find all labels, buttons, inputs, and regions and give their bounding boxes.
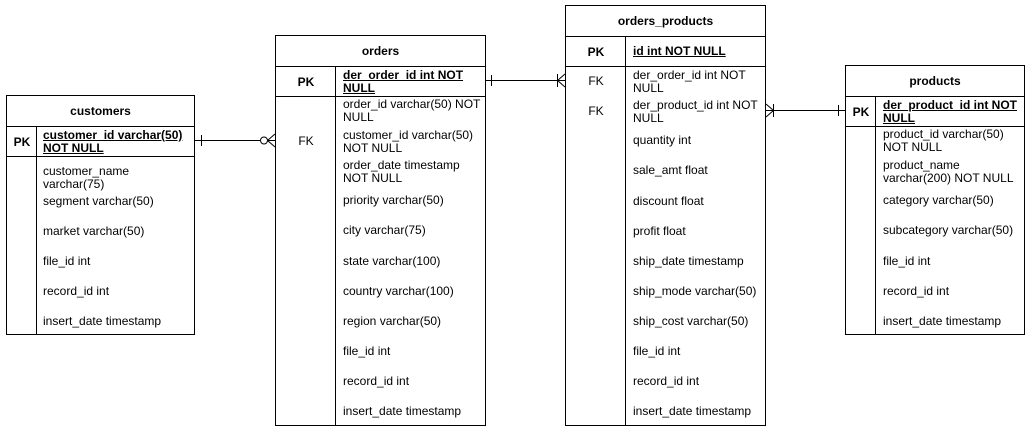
fk-label: FK [298, 134, 314, 148]
field-file-id: file_id int [343, 344, 391, 358]
pk-row-orders: PK der_order_id int NOT NULL [276, 67, 485, 97]
field-priority: priority varchar(50) [343, 193, 444, 207]
entity-products[interactable]: products PK der_product_id int NOT NULL … [845, 65, 1025, 335]
pk-label: PK [852, 105, 870, 119]
field-region: region varchar(50) [343, 314, 442, 328]
pk-field-customer-id: customer_id varchar(50) NOT NULL [43, 128, 183, 155]
relationship-customers-orders [195, 133, 276, 148]
field-insert-date: insert_date timestamp [43, 314, 162, 328]
field-quantity: quantity int [633, 133, 692, 147]
entity-title-orders: orders [276, 36, 485, 67]
pk-field-der-product-id: der_product_id int NOT NULL [883, 98, 1018, 125]
pk-row-customers: PK customer_id varchar(50) NOT NULL [7, 127, 194, 157]
field-ship-mode: ship_mode varchar(50) [633, 284, 757, 298]
field-file-id: file_id int [883, 254, 931, 268]
field-market: market varchar(50) [43, 224, 145, 238]
field-city: city varchar(75) [343, 223, 426, 237]
field-state: state varchar(100) [343, 254, 441, 268]
entity-orders[interactable]: orders PK der_order_id int NOT NULL FK o… [275, 35, 486, 426]
pk-label: PK [587, 45, 605, 59]
field-customer-id: customer_id varchar(50) NOT NULL [343, 128, 474, 155]
entity-title-orders-products: orders_products [566, 6, 765, 37]
field-subcategory: subcategory varchar(50) [883, 223, 1014, 237]
pk-row-products: PK der_product_id int NOT NULL [846, 97, 1024, 127]
field-insert-date: insert_date timestamp [883, 314, 1002, 328]
entity-title-customers: customers [7, 96, 194, 127]
field-country: country varchar(100) [343, 284, 454, 298]
field-order-date: order_date timestamp NOT NULL [343, 158, 460, 185]
fk-label: FK [588, 104, 604, 118]
pk-label: PK [13, 135, 31, 149]
field-category: category varchar(50) [883, 193, 994, 207]
field-file-id: file_id int [633, 344, 681, 358]
field-der-order-id: der_order_id int NOT NULL [633, 68, 746, 95]
relationship-orders-orders-products [486, 73, 566, 88]
field-customer-name: customer_name varchar(75) [43, 164, 130, 191]
pk-label: PK [297, 75, 315, 89]
field-record-id: record_id int [343, 374, 410, 388]
field-sale-amt: sale_amt float [633, 163, 708, 177]
entity-orders-products[interactable]: orders_products PK id int NOT NULL FK FK… [565, 5, 766, 426]
field-ship-cost: ship_cost varchar(50) [633, 314, 749, 328]
field-file-id: file_id int [43, 254, 91, 268]
entity-title-products: products [846, 66, 1024, 97]
field-segment: segment varchar(50) [43, 194, 154, 208]
pk-field-id: id int NOT NULL [633, 44, 726, 58]
field-record-id: record_id int [633, 374, 700, 388]
field-discount: discount float [633, 194, 704, 208]
field-order-id: order_id varchar(50) NOT NULL [343, 97, 481, 124]
field-der-product-id: der_product_id int NOT NULL [633, 98, 758, 125]
relationship-orders-products-products [765, 103, 845, 118]
field-product-name: product_name varchar(200) NOT NULL [883, 158, 1014, 185]
field-profit: profit float [633, 224, 686, 238]
field-ship-date: ship_date timestamp [633, 254, 744, 268]
entity-customers[interactable]: customers PK customer_id varchar(50) NOT… [6, 95, 195, 335]
field-product-id: product_id varchar(50) NOT NULL [883, 127, 1004, 154]
pk-field-der-order-id: der_order_id int NOT NULL [343, 68, 464, 95]
field-record-id: record_id int [883, 284, 950, 298]
field-record-id: record_id int [43, 284, 110, 298]
pk-row-orders-products: PK id int NOT NULL [566, 37, 765, 67]
fk-label: FK [588, 74, 604, 88]
field-insert-date: insert_date timestamp [633, 404, 752, 418]
field-insert-date: insert_date timestamp [343, 404, 462, 418]
